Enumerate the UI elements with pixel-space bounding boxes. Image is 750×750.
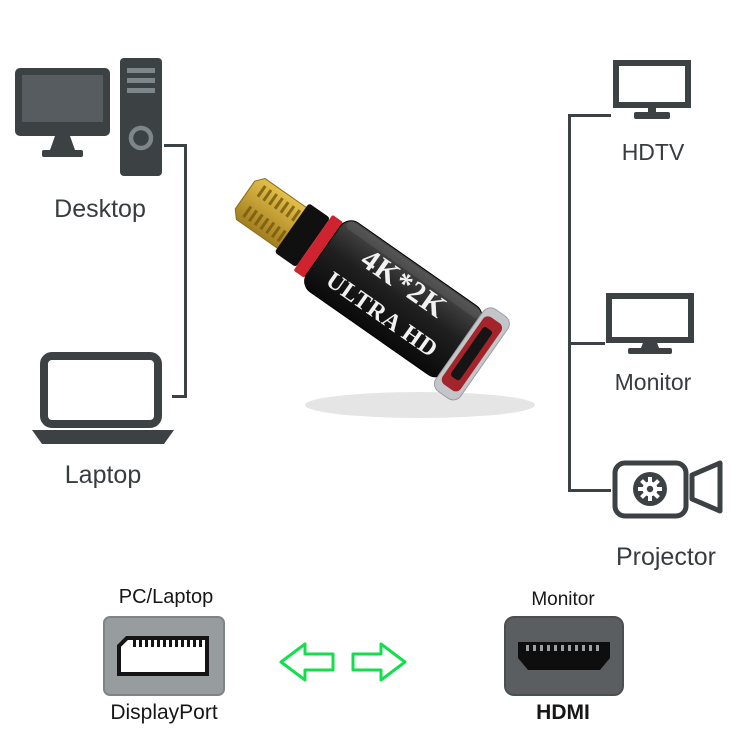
displayport-port-svg <box>103 616 225 696</box>
arrow-right-icon <box>351 642 407 682</box>
gear-icon <box>638 477 662 501</box>
laptop-icon-svg <box>32 352 174 444</box>
left-bracket-bottom-stub <box>172 395 184 398</box>
laptop-icon <box>28 352 178 444</box>
displayport-port-label: DisplayPort <box>110 701 218 724</box>
monitor-icon-svg <box>606 293 694 354</box>
desktop-computer-icon-svg <box>15 58 162 176</box>
hdmi-device-label: Monitor <box>531 589 595 610</box>
hdmi-port-svg <box>504 616 624 696</box>
displayport-port-icon <box>103 616 225 696</box>
bidirectional-arrows-icon <box>279 641 407 683</box>
hdtv-label: HDTV <box>621 139 685 165</box>
displayport-device-label: PC/Laptop <box>118 586 214 608</box>
projector-icon <box>612 455 724 519</box>
left-bracket-top-stub <box>164 144 184 147</box>
hdmi-pins <box>526 645 599 651</box>
adapter-shadow <box>305 392 535 418</box>
left-bracket-vertical-line <box>184 144 187 398</box>
hdtv-icon-svg <box>613 60 691 119</box>
arrow-left-icon <box>279 642 335 682</box>
monitor-display-icon <box>606 293 694 355</box>
hdmi-port-icon <box>504 616 624 696</box>
adapter-red-ring <box>294 215 343 278</box>
desktop-label: Desktop <box>54 195 146 223</box>
right-bracket-middle-stub <box>571 342 605 345</box>
hdmi-socket-opening <box>450 327 493 381</box>
hdtv-icon <box>613 60 691 120</box>
hdmi-port-label: HDMI <box>536 701 590 724</box>
displayport-plug-pins <box>242 185 301 243</box>
adapter-product-image: 4K*2K ULTRA HD <box>205 150 545 440</box>
laptop-label: Laptop <box>64 461 142 489</box>
adapter-collar <box>275 204 330 267</box>
adapter-svg: 4K*2K ULTRA HD <box>234 177 535 418</box>
right-bracket-vertical-line <box>568 114 571 492</box>
right-bracket-top-stub <box>571 114 611 117</box>
right-bracket-bottom-stub <box>571 489 611 492</box>
monitor-label: Monitor <box>614 369 692 395</box>
desktop-computer-icon <box>15 58 170 183</box>
arrows-svg <box>279 642 407 682</box>
projector-label: Projector <box>615 543 717 571</box>
displayport-pins <box>133 640 202 647</box>
projector-icon-svg <box>612 460 723 519</box>
